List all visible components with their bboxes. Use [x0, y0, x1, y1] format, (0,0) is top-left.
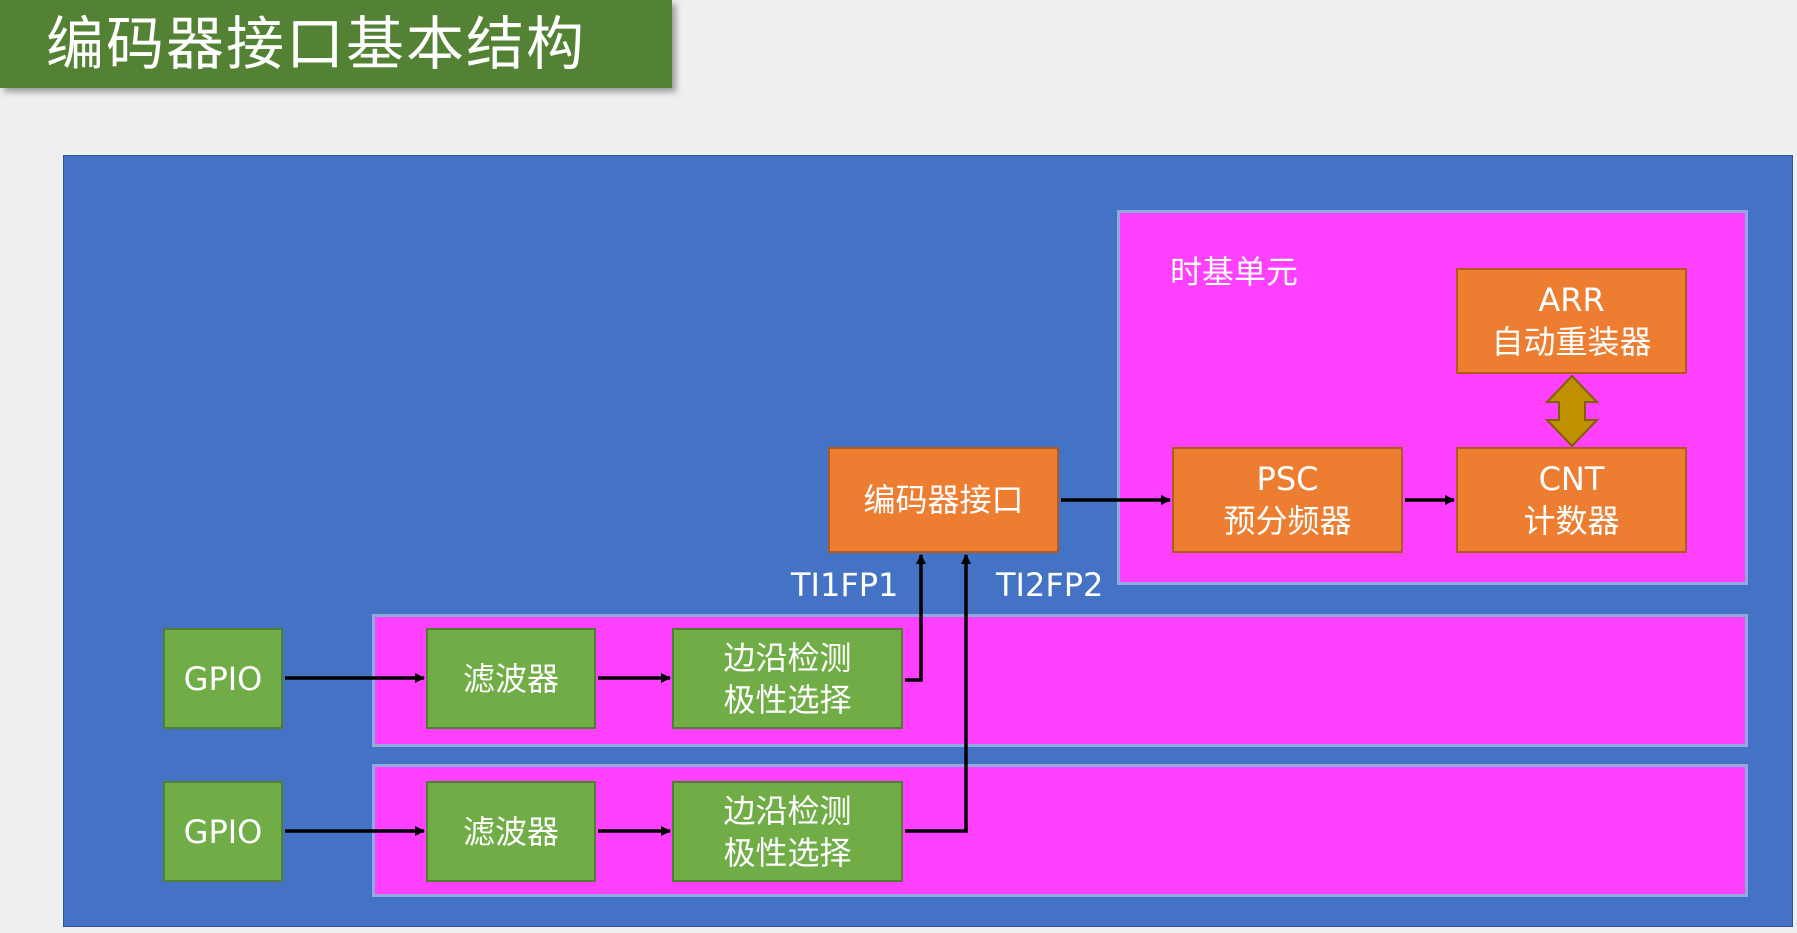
arr-line1: ARR: [1538, 281, 1605, 319]
encoder-interface-box: 编码器接口: [828, 447, 1059, 553]
arr-auto-reload-box: ARR 自动重装器: [1456, 268, 1687, 374]
filter-box-1: 滤波器: [426, 628, 596, 729]
filter-label-1: 滤波器: [462, 659, 559, 698]
ti1fp1-label: TI1FP1: [791, 566, 899, 604]
edge-detect-box-2: 边沿检测 极性选择: [672, 781, 903, 882]
psc-prescaler-box: PSC 预分频器: [1172, 447, 1403, 553]
psc-line2: 预分频器: [1223, 502, 1352, 540]
gpio-label-2: GPIO: [183, 812, 263, 851]
page-title: 编码器接口基本结构: [46, 10, 587, 78]
arr-line2: 自动重装器: [1491, 323, 1652, 361]
title-bar: 编码器接口基本结构: [0, 0, 672, 88]
gpio-label-1: GPIO: [183, 659, 263, 698]
edge-line1-1: 边沿检测: [723, 638, 852, 677]
edge-line2-1: 极性选择: [723, 680, 852, 719]
edge-line1-2: 边沿检测: [723, 791, 852, 830]
encoder-interface-label: 编码器接口: [863, 481, 1024, 519]
ti2fp2-label: TI2FP2: [996, 566, 1104, 604]
psc-line1: PSC: [1256, 460, 1319, 498]
time-base-label: 时基单元: [1170, 253, 1299, 291]
cnt-counter-box: CNT 计数器: [1456, 447, 1687, 553]
channel-1-container: [372, 614, 1748, 747]
filter-box-2: 滤波器: [426, 781, 596, 882]
gpio-box-1: GPIO: [163, 628, 283, 729]
cnt-line2: 计数器: [1523, 502, 1620, 540]
filter-label-2: 滤波器: [462, 812, 559, 851]
edge-detect-box-1: 边沿检测 极性选择: [672, 628, 903, 729]
cnt-line1: CNT: [1538, 460, 1605, 498]
gpio-box-2: GPIO: [163, 781, 283, 882]
edge-line2-2: 极性选择: [723, 833, 852, 872]
